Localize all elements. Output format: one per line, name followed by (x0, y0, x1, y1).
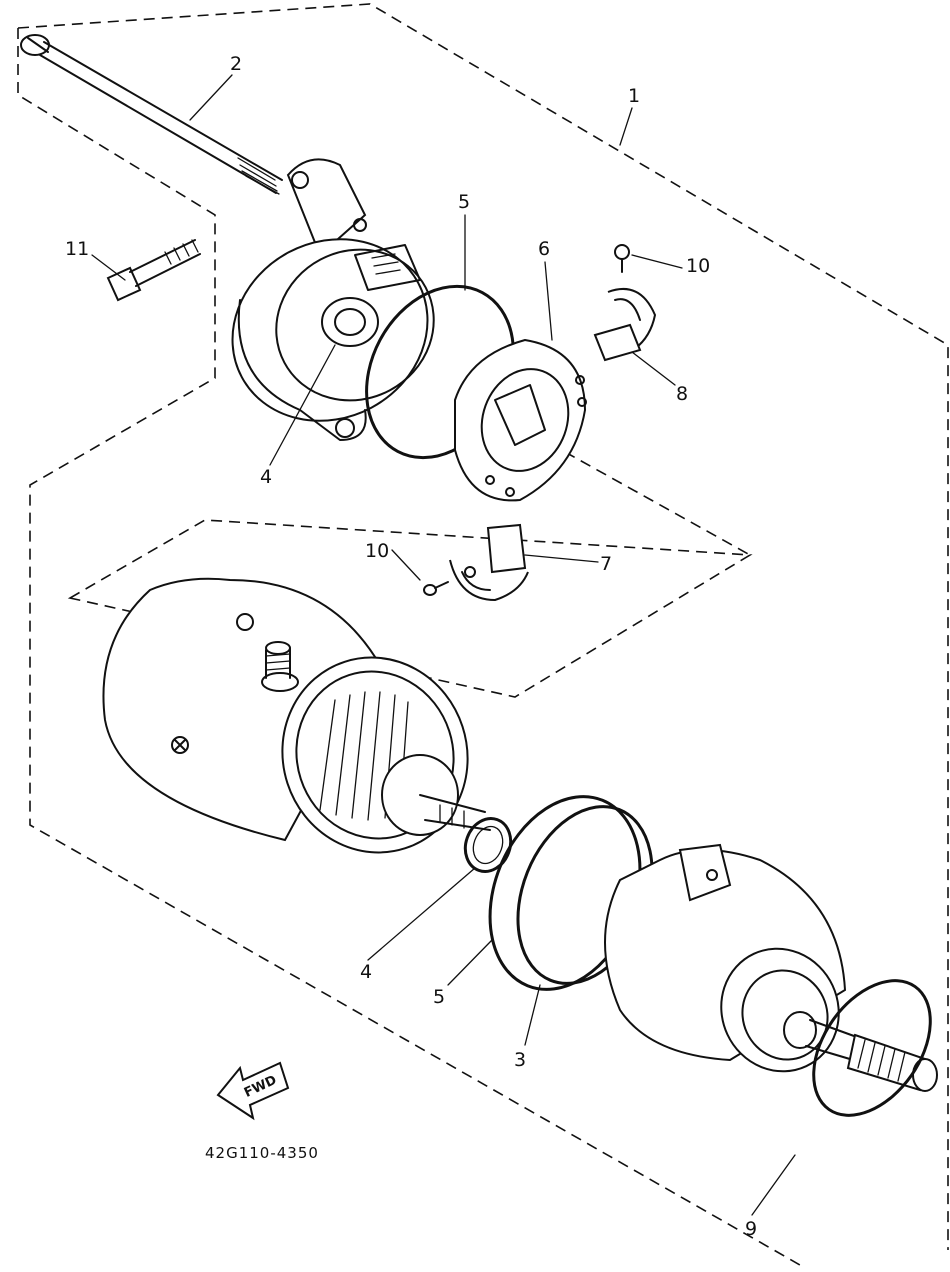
callout-washer-top: 4 (260, 466, 272, 488)
forward-arrow-icon: FWD (216, 1061, 290, 1121)
callout-screw-upper: 10 (686, 255, 710, 277)
callout-o-ring-front: 3 (514, 1049, 526, 1071)
callout-screw-lower: 10 (365, 540, 389, 562)
mount-bolt (106, 239, 201, 302)
callout-mount-bolt: 11 (65, 238, 89, 260)
assembly-boundary (17, 3, 949, 1266)
motor-yoke (102, 577, 491, 854)
brush-holder-upper (593, 244, 657, 362)
front-cover (604, 843, 938, 1092)
terminal-post (236, 613, 299, 692)
leader-lines (91, 74, 796, 1216)
callout-brush-set-lower: 7 (600, 553, 612, 575)
callout-washer-bottom: 4 (360, 961, 372, 983)
callouts: 1 2 11 5 6 10 8 4 10 7 4 5 3 9 (65, 53, 757, 1240)
callout-assembly: 1 (628, 85, 640, 107)
long-through-bolt (20, 34, 283, 195)
brush-plate (454, 338, 587, 502)
washer-lower (463, 817, 513, 873)
o-ring-shaft (812, 979, 932, 1117)
callout-o-ring-shaft: 9 (745, 1218, 757, 1240)
brush-holder-lower (423, 523, 529, 602)
rear-cover-housing (231, 158, 435, 441)
callout-gasket-top: 5 (458, 191, 470, 213)
part-number: 42G110-4350 (205, 1144, 319, 1162)
callout-gasket-bottom: 5 (433, 986, 445, 1008)
callout-long-bolt: 2 (230, 53, 242, 75)
callout-brush-set-upper: 8 (676, 383, 688, 405)
callout-brush-plate: 6 (538, 238, 550, 260)
